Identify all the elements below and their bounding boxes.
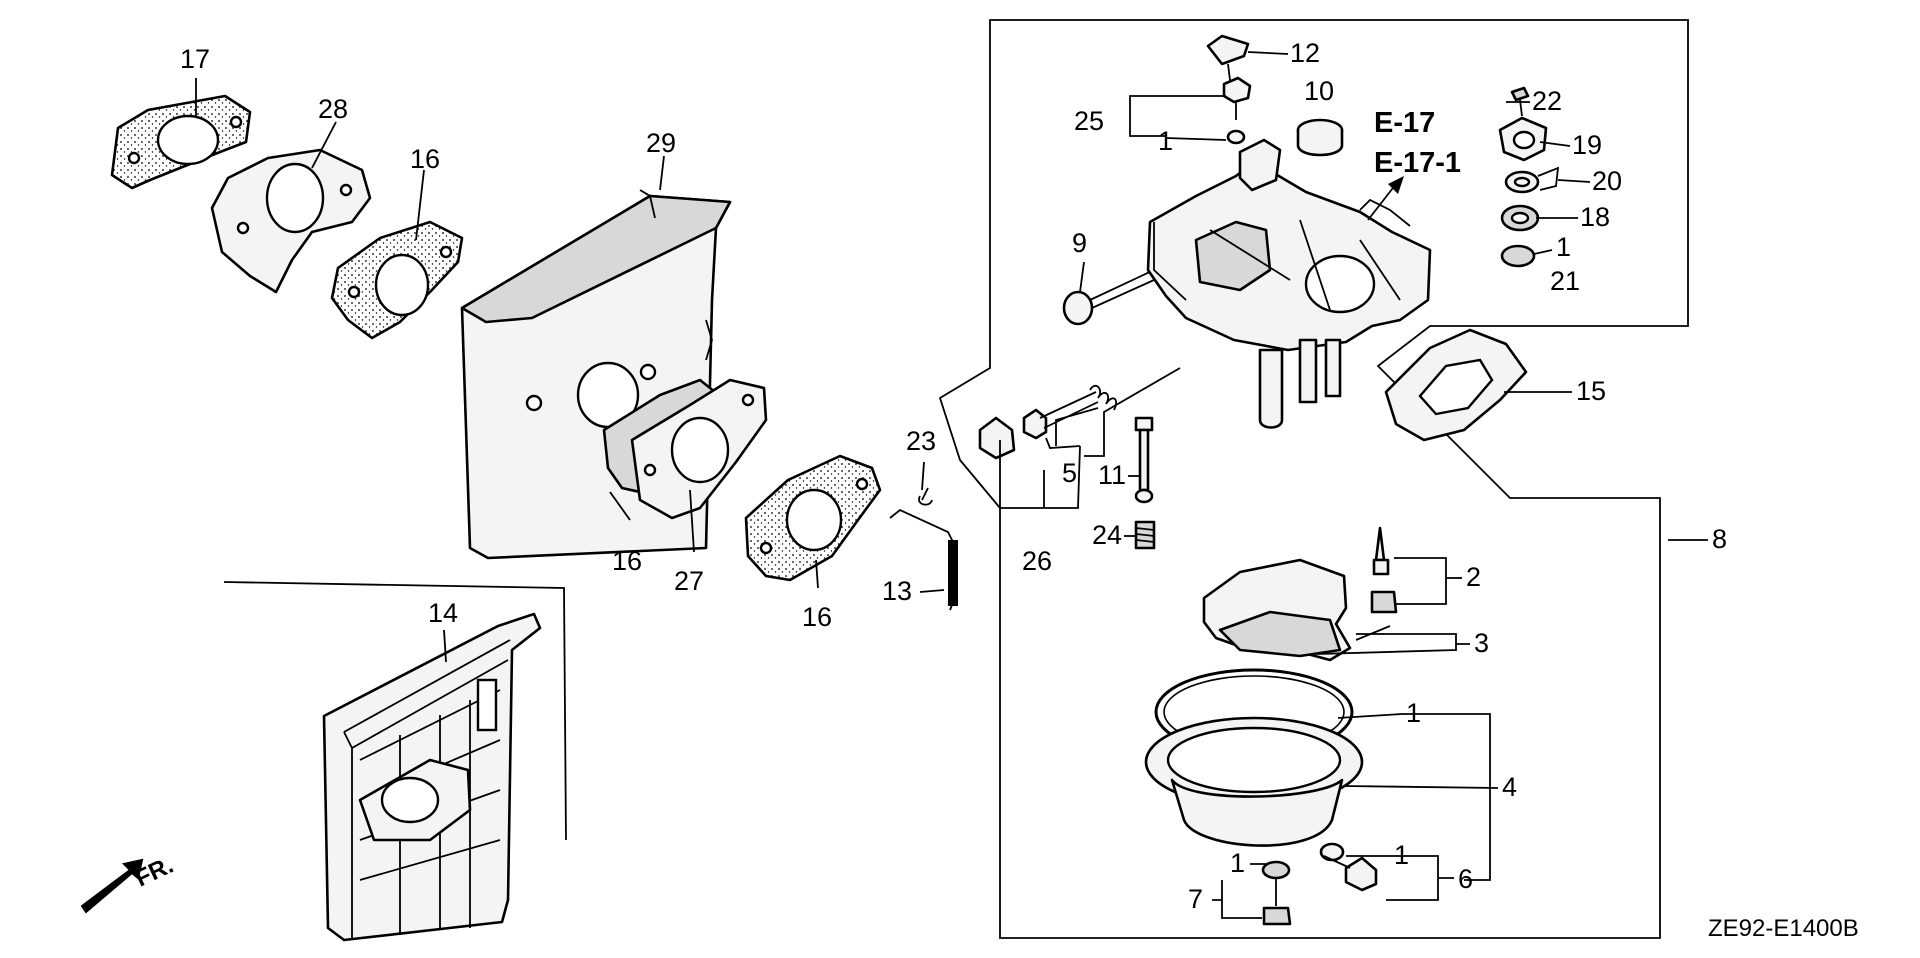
leader-lines	[195, 51, 1708, 919]
callout-1-washer: 1	[1230, 848, 1245, 878]
gasket-part-16-lower	[744, 454, 882, 582]
callout-17: 17	[180, 44, 210, 74]
callout-12: 12	[1290, 38, 1320, 68]
callout-4: 4	[1502, 772, 1517, 802]
callout-10: 10	[1304, 76, 1334, 106]
diaphragm-part-18	[1500, 204, 1540, 232]
callout-28: 28	[318, 94, 348, 124]
ref-arrow-head	[1388, 176, 1404, 194]
callout-11: 11	[1098, 460, 1126, 490]
ref-label-e17: E-17	[1374, 107, 1435, 139]
screw-part-22	[1510, 86, 1530, 117]
needle-part-2	[1370, 526, 1398, 614]
drawing-code: ZE92-E1400B	[1708, 915, 1859, 942]
carburetor-body	[1146, 138, 1432, 429]
ref-label-e17-1: E-17-1	[1374, 147, 1461, 179]
callout-1-bolt: 1	[1394, 840, 1409, 870]
pin-part-11	[1134, 416, 1154, 504]
insulator-part-28	[210, 148, 372, 294]
callout-1-top: 1	[1158, 126, 1173, 156]
callout-25: 25	[1074, 106, 1104, 136]
insulator-part-27	[602, 378, 768, 520]
cover-part-19	[1498, 116, 1548, 162]
callout-1-ring: 1	[1406, 698, 1421, 728]
pin-part-3	[1355, 625, 1391, 641]
jet-part-24	[1134, 520, 1156, 550]
screw-part-12	[1206, 34, 1250, 81]
callout-5: 5	[1062, 458, 1077, 488]
spring-part-5	[1089, 385, 1118, 411]
callout-21: 21	[1550, 266, 1580, 296]
callout-9: 9	[1072, 228, 1087, 258]
rod-part-13	[889, 508, 958, 611]
callout-8: 8	[1712, 524, 1727, 554]
callout-26: 26	[1022, 546, 1052, 576]
callout-2: 2	[1466, 562, 1481, 592]
callout-23: 23	[906, 426, 936, 456]
callout-27: 27	[674, 566, 704, 596]
callout-7: 7	[1188, 884, 1203, 914]
front-label: FR.	[131, 852, 177, 893]
bolt-part-7	[1261, 860, 1292, 926]
callout-22: 22	[1532, 86, 1562, 116]
screw-part-26	[978, 391, 1099, 460]
callout-16-upper: 16	[410, 144, 440, 174]
callout-24: 24	[1092, 520, 1122, 550]
callout-14: 14	[428, 598, 458, 628]
screw-part-25	[1222, 76, 1252, 145]
callout-13: 13	[882, 576, 912, 606]
washer-part-21	[1500, 244, 1536, 268]
callout-18: 18	[1580, 202, 1610, 232]
float-body	[1202, 558, 1352, 662]
cap-part-10	[1296, 118, 1344, 157]
callout-20: 20	[1592, 166, 1622, 196]
callout-19: 19	[1572, 130, 1602, 160]
callout-6: 6	[1458, 864, 1473, 894]
gasket-part-20	[1504, 166, 1560, 194]
gasket-part-16-upper	[330, 220, 464, 340]
callout-3: 3	[1474, 628, 1489, 658]
gasket-part-17	[110, 94, 252, 190]
carburetor-frame	[938, 19, 1689, 939]
bolt-part-6	[1319, 842, 1378, 892]
callout-1-right: 1	[1556, 232, 1571, 262]
callout-16-middle: 16	[612, 546, 642, 576]
cover-plate-part-14	[223, 581, 567, 942]
callout-16-lower: 16	[802, 602, 832, 632]
callout-labels: 17 28 16 29 16 27 16 14 23 13 26 5 11 24…	[180, 38, 1727, 914]
callout-29: 29	[646, 128, 676, 158]
callout-15: 15	[1576, 376, 1606, 406]
gasket-part-15	[1384, 328, 1528, 442]
front-direction-arrow: FR.	[80, 852, 178, 914]
clip-part-23	[918, 487, 933, 506]
screw-part-9	[1062, 269, 1155, 326]
float-bowl-part-4	[1144, 716, 1364, 847]
ref-arrow	[1367, 183, 1397, 221]
